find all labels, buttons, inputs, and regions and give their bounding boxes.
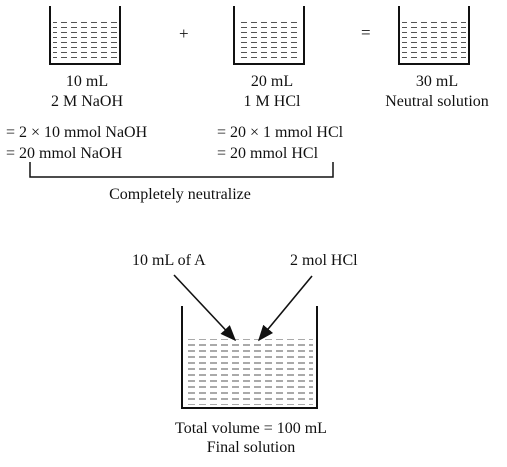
beaker-naoh-volume: 10 mL (65, 73, 109, 90)
calc-naoh-line2: = 20 mmol NaOH (6, 145, 123, 162)
calc-hcl-line1: = 20 × 1 mmol HCl (217, 124, 344, 141)
final-solution-caption: Final solution (206, 439, 296, 456)
beaker-hcl-outline (233, 6, 305, 65)
beaker-naoh-liquid (53, 19, 117, 61)
arrow-a-into-beaker (173, 274, 237, 342)
beaker-naoh (49, 6, 121, 65)
beaker-neutral-outline (398, 6, 470, 65)
beaker-naoh-solute: 2 M NaOH (51, 93, 123, 110)
beaker-neutral (398, 6, 470, 65)
equals-sign: = (361, 23, 371, 42)
arrow-hcl-into-beaker (257, 275, 313, 342)
calc-hcl-line2: = 20 mmol HCl (217, 145, 319, 162)
beaker-hcl (233, 6, 305, 65)
beaker-final-liquid (186, 339, 313, 405)
bracket-label: Completely neutralize (109, 186, 251, 203)
beaker-hcl-solute: 1 M HCl (243, 93, 301, 110)
arrow-a-label: 10 mL of A (132, 252, 206, 269)
beaker-hcl-liquid (237, 18, 301, 61)
neutralize-bracket (29, 162, 334, 178)
calc-naoh-line1: = 2 × 10 mmol NaOH (6, 124, 148, 141)
beaker-neutral-solute: Neutral solution (385, 93, 489, 110)
beaker-hcl-volume: 20 mL (250, 73, 294, 90)
beaker-final-outline (181, 306, 318, 409)
plus-sign: + (179, 24, 189, 43)
final-total-volume: Total volume = 100 mL (175, 420, 327, 437)
beaker-final (181, 306, 318, 409)
beaker-naoh-outline (49, 6, 121, 65)
beaker-neutral-liquid (402, 18, 466, 61)
beaker-neutral-volume: 30 mL (415, 73, 459, 90)
arrow-hcl-label: 2 mol HCl (290, 252, 358, 269)
